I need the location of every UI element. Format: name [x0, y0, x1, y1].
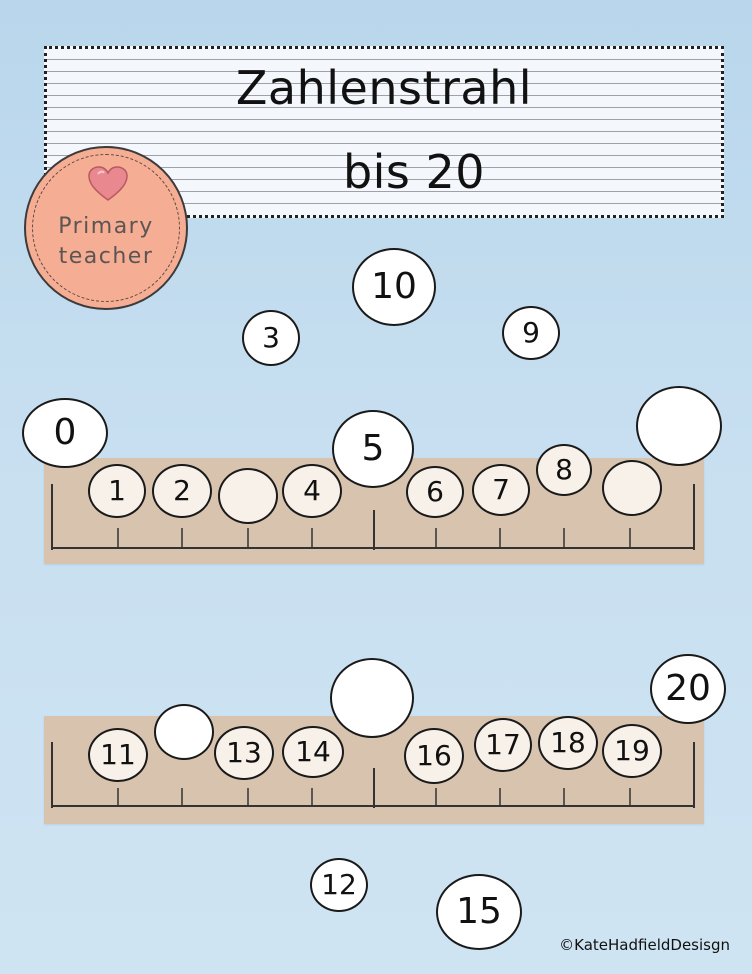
number-card-7[interactable]: 7 [472, 464, 530, 516]
number-card-13[interactable]: 13 [214, 726, 274, 780]
number-card-10[interactable]: 10 [352, 248, 436, 326]
number-card-11[interactable]: 11 [88, 728, 148, 782]
number-card-14[interactable]: 14 [282, 726, 344, 778]
number-card-9[interactable]: 9 [502, 306, 560, 360]
page-subtitle: bis 20 [342, 145, 486, 199]
number-card-3[interactable]: 3 [242, 310, 300, 366]
ruler-2 [51, 742, 695, 808]
empty-slot-3[interactable] [218, 468, 278, 524]
number-card-19[interactable]: 19 [602, 724, 662, 778]
number-card-16[interactable]: 16 [404, 728, 464, 784]
primary-teacher-badge: Primary teacher [24, 146, 188, 310]
number-card-17[interactable]: 17 [474, 718, 532, 772]
badge-dashed-ring [32, 154, 180, 302]
empty-slot-12[interactable] [154, 704, 214, 760]
copyright-text: ©KateHadfieldDesisgn [559, 936, 730, 954]
number-card-2[interactable]: 2 [152, 464, 212, 518]
number-card-4[interactable]: 4 [282, 464, 342, 518]
number-card-18[interactable]: 18 [538, 716, 598, 770]
number-card-5[interactable]: 5 [332, 410, 414, 488]
empty-slot-10[interactable] [636, 386, 722, 466]
empty-slot-9[interactable] [602, 460, 662, 516]
number-card-1[interactable]: 1 [88, 464, 146, 518]
badge-text-teacher: teacher [58, 244, 154, 269]
number-card-12[interactable]: 12 [310, 858, 368, 912]
number-card-6[interactable]: 6 [406, 466, 464, 518]
page-title: Zahlenstrahl [235, 61, 533, 115]
number-card-20[interactable]: 20 [650, 654, 726, 724]
empty-slot-15[interactable] [330, 658, 414, 738]
number-card-15[interactable]: 15 [436, 874, 522, 950]
ruler-1 [51, 484, 695, 550]
heart-icon [88, 166, 128, 201]
title-box: Zahlenstrahl bis 20 [44, 46, 724, 218]
badge-text-primary: Primary [58, 214, 154, 239]
number-card-0[interactable]: 0 [22, 398, 108, 468]
number-card-8[interactable]: 8 [536, 444, 592, 496]
